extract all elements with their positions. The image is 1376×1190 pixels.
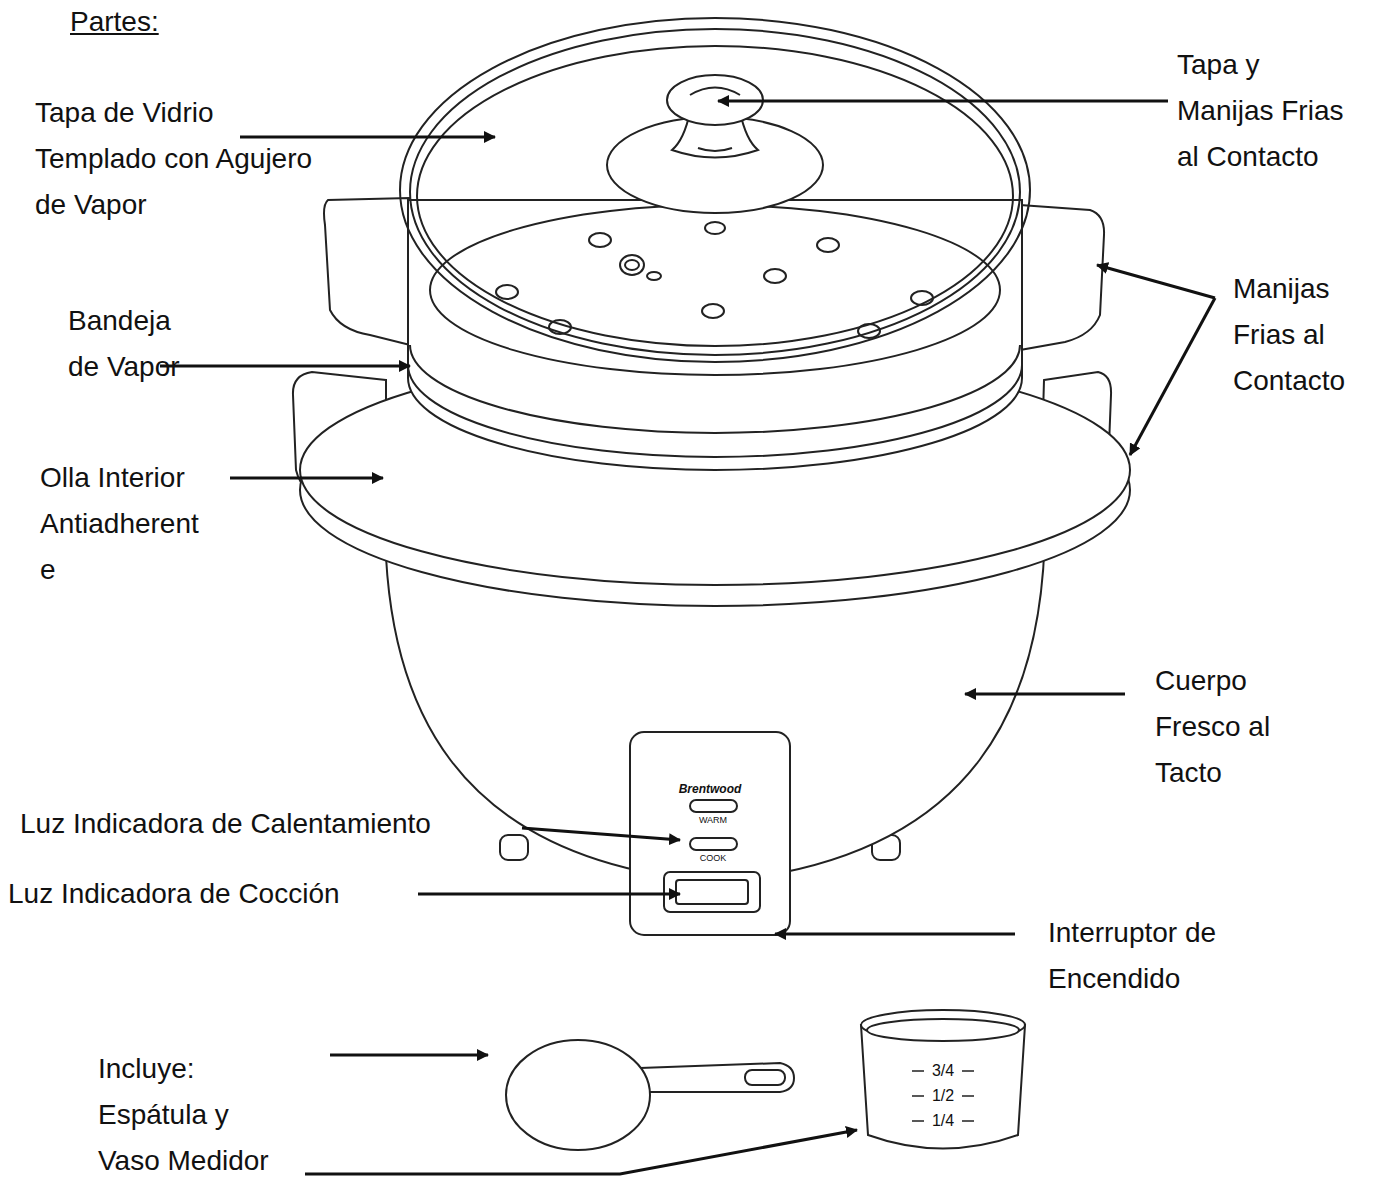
leader-arrows-part: [160, 365, 410, 368]
button-text: WARM: [683, 816, 743, 825]
leader-arrows-part: [965, 693, 1125, 696]
button-text: COOK: [683, 854, 743, 863]
part-label: Interruptor de Encendido: [1048, 910, 1278, 1002]
part-label: Bandeja de Vapor: [68, 298, 198, 390]
part-label: Tapa y Manijas Frias al Contacto: [1177, 42, 1362, 180]
steam-tray-part: [589, 233, 611, 247]
control-panel-part: [630, 732, 790, 935]
glass-lid-part: [417, 46, 1013, 346]
steam-tray-part: [410, 345, 1020, 433]
glass-lid-part: [410, 29, 1020, 355]
measuring-cup-part: [861, 1025, 1025, 1149]
leader-arrows-part: [1130, 298, 1215, 455]
part-label: Manijas Frias al Contacto: [1233, 266, 1373, 404]
part-label: Olla Interior Antiadherent e: [40, 455, 210, 593]
leader-arrows-part: [240, 136, 495, 139]
spatula-part: [745, 1070, 785, 1085]
measuring-cup-part: [867, 1019, 1019, 1041]
spatula-part: [640, 1063, 794, 1092]
control-panel-part: [676, 880, 748, 904]
part-label: Cuerpo Fresco al Tacto: [1155, 658, 1305, 796]
control-panel-part: [690, 800, 737, 812]
steam-tray-part: [430, 205, 1000, 375]
measuring-cup: [861, 1010, 1025, 1149]
steam-tray-part: [408, 200, 1022, 470]
steam-tray-part: [1020, 205, 1104, 350]
cooker-body-part: [500, 835, 528, 860]
steam-tray-part: [647, 272, 661, 280]
leader-arrows-part: [522, 828, 680, 840]
glass-lid-part: [400, 18, 1030, 362]
control-panel: [630, 732, 790, 935]
part-label: Luz Indicadora de Calentamiento: [20, 801, 431, 847]
steam-tray-part: [408, 365, 1022, 457]
steam-tray-part: [496, 285, 518, 299]
steam-tray-part: [324, 198, 410, 345]
glass-lid-part: [698, 148, 732, 151]
control-panel-part: [690, 838, 737, 850]
leader-arrows: [160, 101, 1215, 1174]
glass-lid-part: [705, 222, 725, 234]
brand-text: Brentwood: [650, 783, 770, 795]
steam-tray-part: [625, 260, 639, 270]
diagram-title: Partes:: [70, 4, 159, 40]
part-label: Tapa de Vidrio Templado con Agujero de V…: [35, 90, 315, 228]
scale-mark: 1/2: [918, 1088, 968, 1104]
part-label: Luz Indicadora de Cocción: [8, 871, 340, 917]
steam-tray-part: [817, 238, 839, 252]
glass-lid: [400, 18, 1030, 362]
leader-arrows-part: [418, 893, 680, 896]
spatula-part: [506, 1040, 650, 1150]
steam-tray-part: [702, 304, 724, 318]
steam-tray-part: [764, 269, 786, 283]
leader-arrows-part: [718, 100, 1168, 103]
scale-mark: 1/4: [918, 1113, 968, 1129]
leader-arrows-part: [775, 933, 1015, 936]
leader-arrows-part: [330, 1054, 488, 1057]
spatula: [506, 1040, 794, 1150]
control-panel-part: [664, 872, 760, 912]
leader-arrows-part: [305, 1130, 857, 1174]
leader-arrows-part: [230, 477, 383, 480]
glass-lid-part: [690, 88, 740, 96]
measuring-cup-part: [861, 1010, 1025, 1040]
part-label: Incluye: Espátula y Vaso Medidor: [98, 1046, 288, 1184]
steam-tray-part: [620, 255, 644, 275]
steam-tray: [324, 198, 1104, 470]
leader-arrows-part: [1097, 265, 1215, 298]
scale-mark: 3/4: [918, 1063, 968, 1079]
